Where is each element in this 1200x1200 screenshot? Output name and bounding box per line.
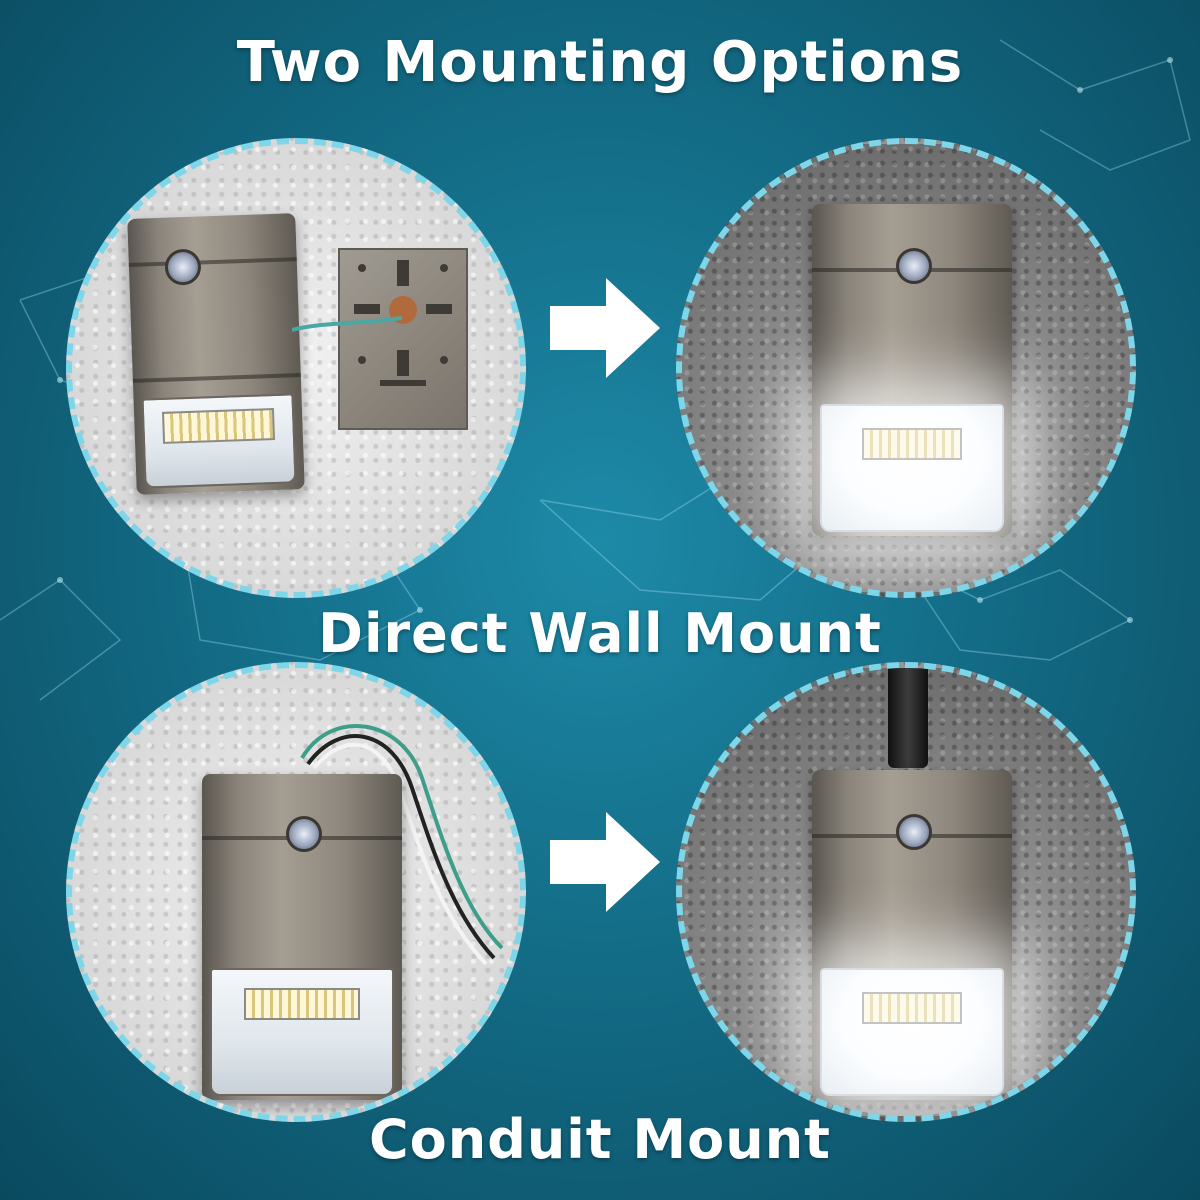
wall-pack-fixture-lit [812, 204, 1012, 536]
conduit-mount-installed-image [676, 662, 1136, 1122]
page-title: Two Mounting Options [236, 30, 964, 95]
wall-pack-fixture [127, 213, 305, 495]
direct-wall-mount-label: Direct Wall Mount [318, 602, 882, 665]
mounting-plate [338, 248, 468, 430]
conduit-mount-label: Conduit Mount [369, 1108, 831, 1171]
wire [292, 316, 402, 332]
wall-pack-fixture-lit [812, 770, 1012, 1100]
photocell-sensor-icon [164, 248, 202, 286]
wires [300, 723, 504, 966]
photocell-sensor-icon [896, 814, 932, 850]
conduit-pipe [888, 668, 928, 768]
direct-wall-mount-installed-image [676, 138, 1136, 598]
wall-pack-fixture [202, 774, 402, 1100]
right-arrow-icon [550, 812, 660, 912]
photocell-sensor-icon [286, 816, 322, 852]
direct-wall-mount-before-image [66, 138, 526, 598]
right-arrow-icon [550, 278, 660, 378]
conduit-mount-before-image [66, 662, 526, 1122]
photocell-sensor-icon [896, 248, 932, 284]
